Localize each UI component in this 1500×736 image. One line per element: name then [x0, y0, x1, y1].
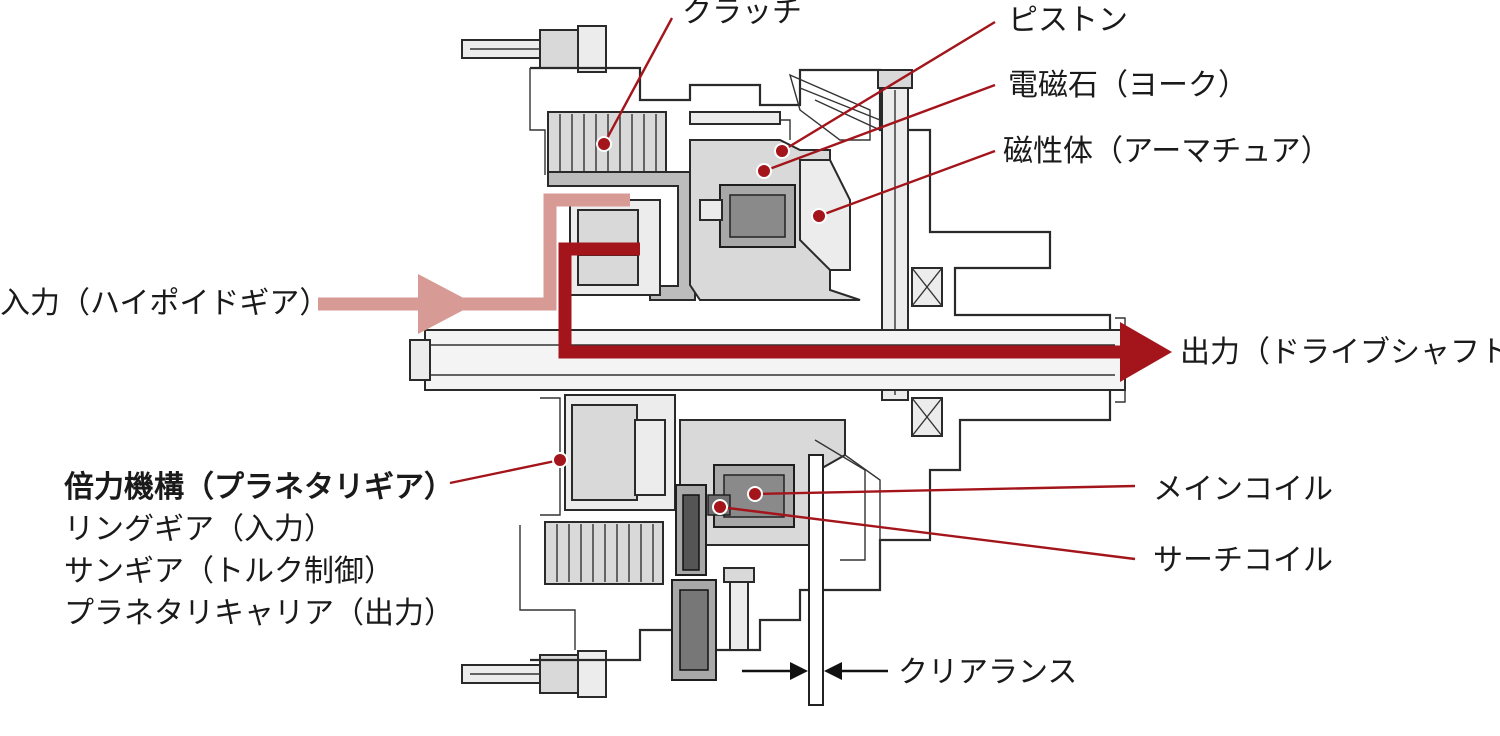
output-flow-path: [558, 242, 1172, 382]
label-sun-gear: サンギア（トルク制御）: [64, 554, 394, 589]
label-input: 入力（ハイポイドギア）: [0, 286, 329, 321]
leader-clutch: [602, 17, 674, 145]
clearance-dimension: [742, 662, 888, 680]
leader-main-coil: [754, 484, 1136, 496]
input-flow-path: [318, 193, 630, 334]
label-piston: ピストン: [1008, 3, 1128, 38]
label-clutch: クラッチ: [682, 0, 802, 30]
planetary-gear-set: [540, 199, 676, 516]
dot-armature: [811, 208, 827, 224]
upper-bolt: [461, 25, 607, 73]
label-clearance: クリアランス: [898, 655, 1077, 690]
dot-yoke: [756, 163, 772, 179]
mechanism-drawing: [409, 25, 1126, 706]
label-ring-gear: リングギア（入力）: [64, 512, 334, 547]
leader-planetary: [449, 458, 561, 485]
main-shaft: [409, 317, 1126, 403]
leader-armature: [818, 149, 996, 218]
label-yoke: 電磁石（ヨーク）: [1008, 68, 1248, 103]
label-planet-carrier: プラネタリキャリア（出力）: [64, 596, 454, 631]
sensor-assembly: [671, 484, 755, 681]
label-planetary-title: 倍力機構（プラネタリギア）: [64, 470, 454, 505]
label-search-coil: サーチコイル: [1153, 543, 1333, 578]
label-armature: 磁性体（アーマチュア）: [1003, 134, 1331, 169]
leader-piston: [781, 20, 996, 153]
clutch-pack-lower: [544, 521, 664, 585]
dot-clutch: [596, 136, 612, 152]
leader-search-coil: [719, 505, 1136, 561]
labels: クラッチ ピストン 電磁石（ヨーク） 磁性体（アーマチュア） 入力（ハイポイドギ…: [0, 0, 1500, 690]
label-main-coil: メインコイル: [1153, 472, 1333, 507]
dot-piston: [774, 143, 790, 159]
dot-search-coil: [712, 499, 728, 515]
leader-yoke: [763, 83, 996, 173]
dot-main-coil: [747, 486, 763, 502]
dot-planetary: [552, 452, 568, 468]
leader-lines: [449, 17, 1136, 561]
output-arrow-head: [1120, 322, 1172, 382]
input-arrow-head: [418, 274, 475, 334]
label-output: 出力（ドライブシャフト）: [1180, 335, 1500, 370]
lower-bolt: [461, 650, 607, 698]
